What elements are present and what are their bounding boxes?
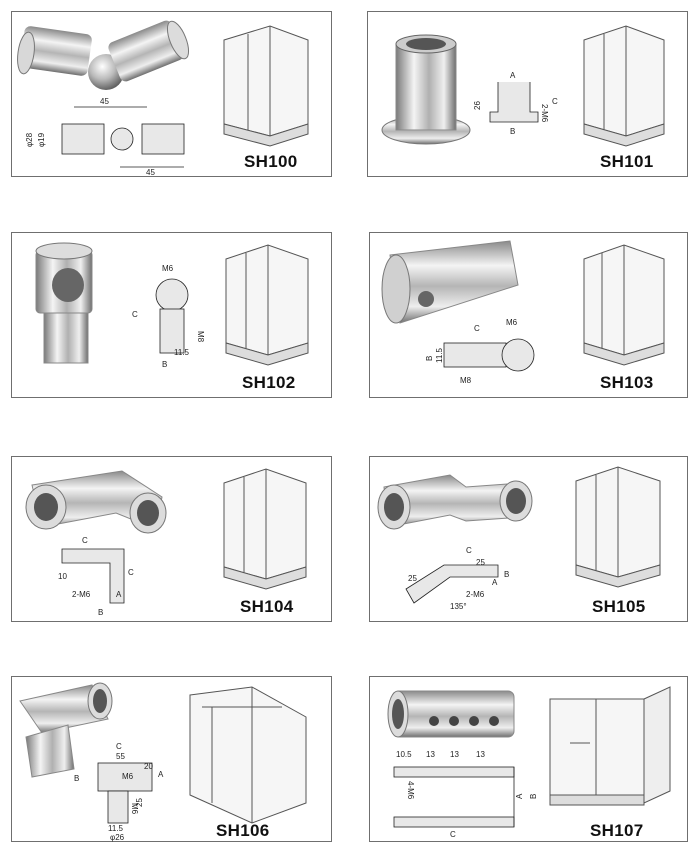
product-drawing-sh104: C C 10 2-M6 A B <box>25 468 307 617</box>
dim-label: A <box>158 770 164 779</box>
product-code: SH102 <box>242 373 296 392</box>
product-card-sh106: C 55 20 M6 B A M6 25 11.5 φ26 SH106 <box>11 676 332 842</box>
connector-photo <box>19 682 113 778</box>
dim-label: M6 <box>506 318 518 327</box>
product-code: SH101 <box>600 152 654 171</box>
product-drawing-sh102: M6 C M8 B 11.5 <box>35 242 309 369</box>
dim-label: 4-M6 <box>406 781 415 800</box>
technical-drawing: C C 10 2-M6 A B <box>58 536 134 617</box>
product-drawing-sh105: C 25 25 135° 2-M6 A B <box>377 466 661 611</box>
dim-label: 11.5 <box>108 824 124 833</box>
dim-label: A <box>492 578 498 587</box>
shower-enclosure-diagram <box>583 25 665 147</box>
shower-enclosure-diagram <box>549 686 671 806</box>
product-card-sh101: A B C 26 2-M6 SH101 <box>367 11 688 177</box>
product-card-sh103: C M6 M8 B 11.5 SH103 <box>369 232 688 398</box>
dim-label: 13 <box>426 750 435 759</box>
dim-label: M6 <box>122 772 134 781</box>
dim-label: 10 <box>58 572 67 581</box>
dim-label: 11.5 <box>174 348 190 357</box>
product-card-sh105: C 25 25 135° 2-M6 A B SH105 <box>369 456 688 622</box>
dim-label: A <box>515 793 524 799</box>
product-card-sh104: C C 10 2-M6 A B SH104 <box>11 456 332 622</box>
dim-label: B <box>529 794 538 799</box>
dim-label: C <box>132 310 138 319</box>
product-code: SH103 <box>600 373 654 392</box>
dim-label: 25 <box>408 574 417 583</box>
product-card-sh100: 45 45 φ28 φ19 SH100 <box>11 11 332 177</box>
product-drawing-sh101: A B C 26 2-M6 <box>381 25 665 147</box>
dim-label: 20 <box>144 762 153 771</box>
technical-drawing: 10.5 13 13 13 4-M6 A B C <box>393 750 538 839</box>
product-code: SH106 <box>216 821 270 840</box>
shower-enclosure-diagram <box>189 686 307 824</box>
dim-label: 10.5 <box>396 750 412 759</box>
dim-label: 25 <box>135 798 144 807</box>
dim-label: C <box>116 742 122 751</box>
dim-label: M6 <box>162 264 174 273</box>
dim-label: 55 <box>116 752 125 761</box>
dim-label: 11.5 <box>435 347 444 363</box>
product-drawing-sh103: C M6 M8 B 11.5 <box>381 240 665 385</box>
shower-enclosure-diagram <box>223 25 309 147</box>
shower-enclosure-diagram <box>223 468 307 590</box>
dim-label: φ26 <box>110 833 125 842</box>
technical-drawing: C M6 M8 B 11.5 <box>425 318 535 385</box>
dim-label: φ28 <box>25 132 34 147</box>
dim-label: A <box>116 590 122 599</box>
connector-photo <box>381 240 519 324</box>
dim-label: B <box>98 608 103 617</box>
dim-label: B <box>425 356 434 361</box>
dim-label: M8 <box>196 331 205 343</box>
technical-drawing: C 55 20 M6 B A M6 25 11.5 φ26 <box>74 742 164 842</box>
dim-label: C <box>474 324 480 333</box>
dim-label: A <box>510 71 516 80</box>
dim-label: C <box>450 830 456 839</box>
dim-label: 13 <box>450 750 459 759</box>
product-drawing-sh107: 10.5 13 13 13 4-M6 A B C <box>387 686 671 839</box>
technical-drawing: C 25 25 135° 2-M6 A B <box>405 546 509 611</box>
dim-label: 2-M6 <box>540 104 549 123</box>
dim-label: M8 <box>460 376 472 385</box>
shower-enclosure-diagram <box>225 244 309 366</box>
dim-label: C <box>466 546 472 555</box>
product-card-sh107: 10.5 13 13 13 4-M6 A B C SH107 <box>369 676 688 842</box>
dim-label: 135° <box>450 602 467 611</box>
dim-label: 13 <box>476 750 485 759</box>
technical-drawing: 45 45 φ28 φ19 <box>25 97 185 177</box>
product-drawing-sh106: C 55 20 M6 B A M6 25 11.5 φ26 <box>19 682 307 842</box>
dim-label: C <box>552 97 558 106</box>
dim-label: B <box>74 774 79 783</box>
dim-label: M6 <box>130 803 139 815</box>
connector-photo <box>381 34 471 145</box>
dim-label: 45 <box>100 97 109 106</box>
connector-photo <box>25 470 167 534</box>
technical-drawing: M6 C M8 B 11.5 <box>132 264 205 369</box>
connector-photo <box>387 690 515 738</box>
dim-label: C <box>128 568 134 577</box>
product-code: SH104 <box>240 597 294 616</box>
dim-label: B <box>162 360 167 369</box>
connector-photo <box>377 474 533 530</box>
dim-label: 26 <box>473 101 482 110</box>
dim-label: φ19 <box>37 132 46 147</box>
dim-label: B <box>510 127 515 136</box>
dim-label: B <box>504 570 509 579</box>
technical-drawing: A B C 26 2-M6 <box>473 71 558 136</box>
dim-label: C <box>82 536 88 545</box>
shower-enclosure-diagram <box>575 466 661 588</box>
product-code: SH105 <box>592 597 646 616</box>
product-card-sh102: M6 C M8 B 11.5 SH102 <box>11 232 332 398</box>
product-code: SH100 <box>244 152 298 171</box>
dim-label: 25 <box>476 558 485 567</box>
dim-label: 2-M6 <box>72 590 91 599</box>
dim-label: 2-M6 <box>466 590 485 599</box>
product-drawing-sh100: 45 45 φ28 φ19 <box>17 20 309 177</box>
shower-enclosure-diagram <box>583 244 665 366</box>
connector-photo <box>17 20 190 90</box>
product-code: SH107 <box>590 821 644 840</box>
dim-label: 45 <box>146 168 155 177</box>
connector-photo <box>35 242 93 364</box>
